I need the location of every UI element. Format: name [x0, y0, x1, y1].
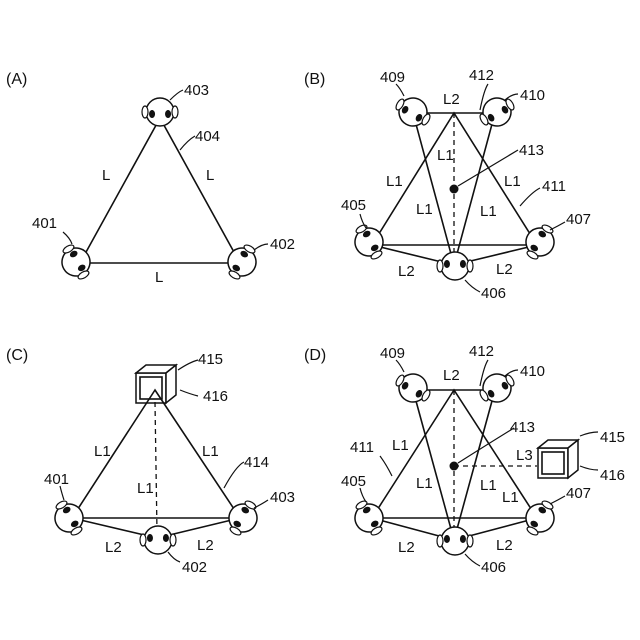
distance-label: L1	[386, 173, 403, 190]
distance-label: L1	[504, 173, 521, 190]
distance-label: L3	[516, 447, 533, 464]
listener-head-icon	[55, 239, 97, 284]
ref-number: 411	[350, 439, 374, 456]
panel-d-label: (D)	[304, 347, 326, 364]
distance-label: L2	[496, 537, 513, 554]
leader-line	[170, 90, 183, 100]
panel-b: (B) 409 412 410 413 411 405 407 406 L2 L…	[304, 67, 591, 302]
ref-number: 404	[195, 128, 220, 145]
distance-label: L	[102, 167, 110, 184]
distance-label: L1	[94, 443, 111, 460]
leader-line	[458, 428, 514, 463]
distance-label: L1	[416, 475, 433, 492]
panel-a-label: (A)	[6, 71, 27, 88]
distance-label: L1	[480, 477, 497, 494]
panel-c-label: (C)	[6, 347, 28, 364]
distance-label: L1	[137, 480, 154, 497]
ref-number: 406	[481, 559, 506, 576]
ref-number: 413	[510, 419, 535, 436]
ref-number: 405	[341, 473, 366, 490]
ref-number: 406	[481, 285, 506, 302]
listener-head-icon	[140, 526, 176, 554]
listener-head-icon	[390, 91, 435, 133]
leader-line	[465, 554, 480, 566]
leader-line	[550, 222, 565, 230]
leader-line	[178, 360, 198, 370]
ref-number: 415	[600, 429, 625, 446]
panel-b-label: (B)	[304, 71, 325, 88]
leader-line	[180, 390, 198, 396]
ref-number: 405	[341, 197, 366, 214]
listener-head-icon	[142, 98, 178, 126]
leader-line	[254, 244, 268, 250]
panel-a: (A) 403 404 401 402 L L L	[6, 71, 295, 286]
leader-line	[550, 496, 565, 504]
listener-head-icon	[474, 91, 519, 133]
leader-line	[63, 232, 72, 244]
distance-label: L1	[502, 489, 519, 506]
leader-line	[380, 456, 392, 476]
ref-number: 412	[469, 343, 494, 360]
ref-number: 415	[198, 351, 223, 368]
listener-head-icon	[474, 367, 519, 409]
leader-line	[254, 500, 268, 508]
distance-label: L1	[392, 437, 409, 454]
ref-number: 409	[380, 345, 405, 362]
display-device-icon	[538, 440, 578, 478]
panel-c: (C) 415 416 414 401 403 402 L1 L1 L1 L2 …	[6, 347, 295, 576]
ref-number: 403	[184, 82, 209, 99]
ref-number: 413	[519, 142, 544, 159]
distance-label: L2	[443, 367, 460, 384]
ref-number: 416	[203, 388, 228, 405]
leader-line	[505, 94, 518, 100]
listener-head-icon	[437, 252, 473, 280]
leader-line	[465, 280, 480, 292]
leader-line	[224, 462, 244, 488]
leader-line	[360, 488, 366, 502]
distance-label: L1	[416, 201, 433, 218]
leader-line	[168, 552, 180, 562]
ref-number: 412	[469, 67, 494, 84]
ref-number: 416	[600, 467, 625, 484]
distance-label: L2	[105, 539, 122, 556]
listener-head-icon	[437, 527, 473, 555]
leader-line	[60, 486, 64, 500]
ref-number: 403	[270, 489, 295, 506]
distance-label: L1	[202, 443, 219, 460]
ref-number: 411	[542, 178, 566, 195]
distance-label: L1	[437, 147, 454, 164]
center-point	[450, 185, 459, 194]
ref-number: 409	[380, 69, 405, 86]
leader-line	[520, 188, 540, 206]
ref-number: 414	[244, 454, 269, 471]
listener-head-icon	[221, 239, 263, 284]
ref-number: 407	[566, 211, 591, 228]
distance-label: L	[206, 167, 214, 184]
center-vertical-line	[155, 402, 157, 532]
leader-line	[180, 136, 195, 150]
ref-number: 401	[32, 215, 57, 232]
distance-label: L1	[480, 203, 497, 220]
leader-line	[580, 432, 598, 436]
ref-number: 402	[182, 559, 207, 576]
distance-label: L2	[398, 539, 415, 556]
leader-line	[505, 370, 518, 376]
distance-label: L2	[496, 261, 513, 278]
panel-d: (D) 409 412 410 413 415 416 411 405 407	[304, 343, 625, 576]
distance-label: L	[155, 269, 163, 286]
ref-number: 401	[44, 471, 69, 488]
ref-number: 407	[566, 485, 591, 502]
center-point	[450, 462, 459, 471]
distance-label: L2	[443, 91, 460, 108]
leader-line	[580, 466, 598, 470]
distance-label: L2	[197, 537, 214, 554]
listener-head-icon	[390, 367, 435, 409]
ref-number: 402	[270, 236, 295, 253]
display-device-icon	[136, 365, 176, 403]
ref-number: 410	[520, 363, 545, 380]
distance-label: L2	[398, 263, 415, 280]
ref-number: 410	[520, 87, 545, 104]
